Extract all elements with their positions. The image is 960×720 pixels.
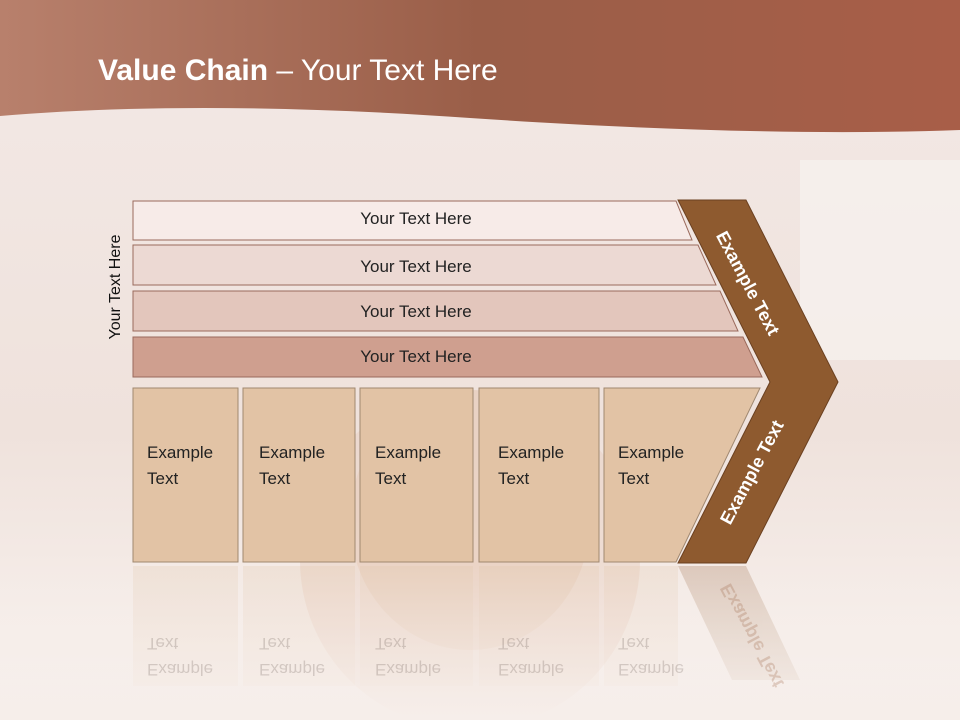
box-2-reflection: Example Text xyxy=(259,630,325,682)
box-4 xyxy=(478,387,600,563)
box-2-text: Example Text xyxy=(259,440,325,492)
box-3-line2: Text xyxy=(375,469,407,488)
box-5-text: Example Text xyxy=(618,440,684,492)
box-2-line1: Example xyxy=(259,443,326,462)
title-rest: – Your Text Here xyxy=(268,54,498,87)
box-5-reflection-line2: Text xyxy=(618,634,650,653)
box-1 xyxy=(132,387,239,563)
box-2-reflection-line1: Example xyxy=(259,660,326,679)
bar-2-label: Your Text Here xyxy=(360,257,472,276)
box-1-line2: Text xyxy=(147,469,179,488)
box-4-reflection-line1: Example xyxy=(498,660,565,679)
box-1-reflection-line1: Example xyxy=(147,660,214,679)
box-4-text: Example Text xyxy=(498,440,564,492)
box-1-reflection-line2: Text xyxy=(147,634,179,653)
box-5-line2: Text xyxy=(618,469,650,488)
boxes-group xyxy=(132,387,761,563)
bar-4-label: Your Text Here xyxy=(360,347,472,366)
bar-3-label: Your Text Here xyxy=(360,302,472,321)
box-3-text: Example Text xyxy=(375,440,441,492)
box-5-reflection-line1: Example xyxy=(618,660,685,679)
box-5 xyxy=(603,387,761,563)
box-5-line1: Example xyxy=(618,443,685,462)
bars-group xyxy=(132,200,763,378)
box-3-reflection-line1: Example xyxy=(375,660,442,679)
box-3-line1: Example xyxy=(375,443,442,462)
box-2 xyxy=(242,387,356,563)
box-3 xyxy=(359,387,474,563)
bar-2 xyxy=(132,244,717,286)
box-5-reflection: Example Text xyxy=(618,630,684,682)
bar-1 xyxy=(132,200,693,241)
box-4-line1: Example xyxy=(498,443,565,462)
slide-title: Value Chain – Your Text Here xyxy=(98,54,498,88)
box-2-reflection-line2: Text xyxy=(259,634,291,653)
bar-3 xyxy=(132,290,739,332)
box-3-reflection: Example Text xyxy=(375,630,441,682)
box-1-text: Example Text xyxy=(147,440,213,492)
box-4-reflection: Example Text xyxy=(498,630,564,682)
box-1-reflection: Example Text xyxy=(147,630,213,682)
bar-4 xyxy=(132,336,763,378)
box-1-line1: Example xyxy=(147,443,214,462)
chevron-arrow xyxy=(677,199,839,564)
box-3-reflection-line2: Text xyxy=(375,634,407,653)
side-label: Your Text Here xyxy=(107,234,124,340)
box-2-line2: Text xyxy=(259,469,291,488)
box-4-reflection-line2: Text xyxy=(498,634,530,653)
title-bold: Value Chain xyxy=(98,54,269,87)
box-4-line2: Text xyxy=(498,469,530,488)
bar-1-label: Your Text Here xyxy=(360,209,472,228)
